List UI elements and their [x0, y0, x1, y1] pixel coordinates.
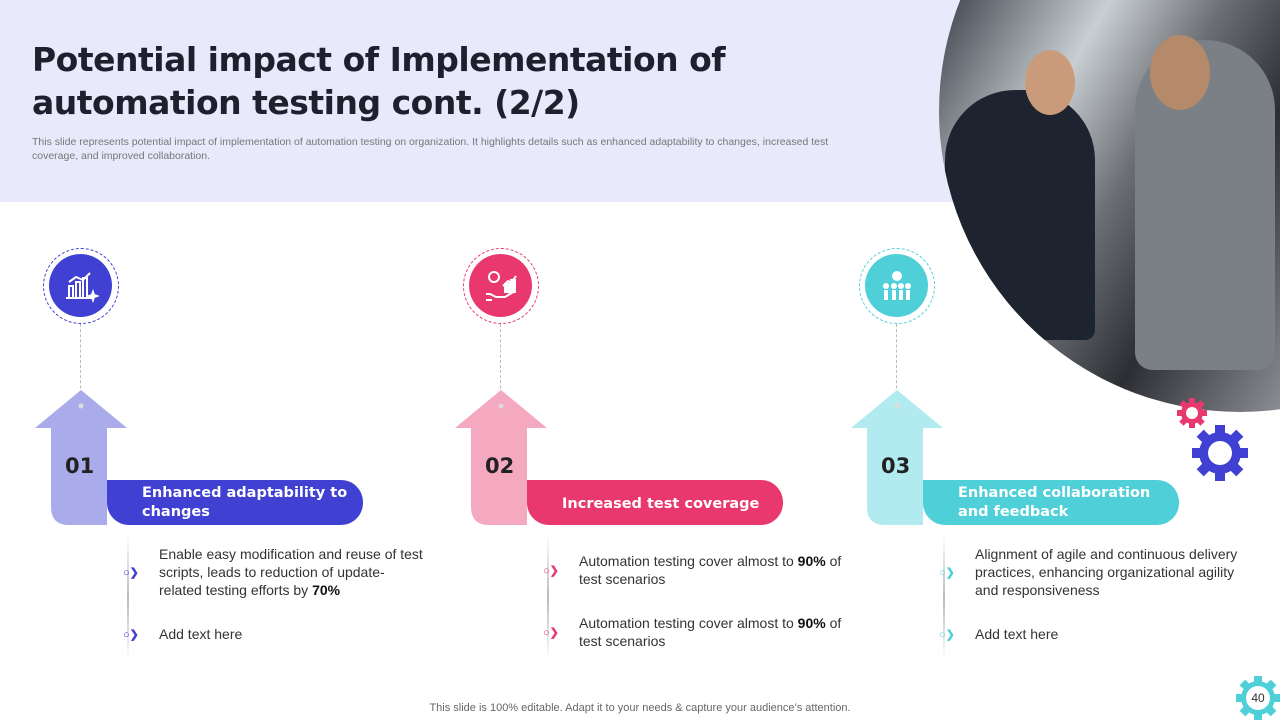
- up-arrow-shape: [35, 390, 127, 525]
- team-gears-icon: [865, 254, 928, 317]
- bullet-item: ○❯ Enable easy modification and reuse of…: [123, 545, 423, 599]
- icon-ring: [859, 248, 935, 324]
- bullet-item: ○❯ Alignment of agile and continuous del…: [939, 545, 1239, 599]
- heading-pill: Enhanced adaptability to changes: [107, 480, 363, 525]
- bullet-item: ○❯ Automation testing cover almost to 90…: [543, 552, 843, 588]
- blue-gear-icon: [1192, 425, 1248, 481]
- highlight-value: 90%: [797, 615, 826, 631]
- heading-pill: Enhanced collaboration and feedback: [923, 480, 1179, 525]
- icon-ring: [43, 248, 119, 324]
- up-arrow-shape: [851, 390, 943, 525]
- step-number: 01: [65, 454, 95, 478]
- bullet-text: Add text here: [975, 626, 1059, 642]
- pink-gear-icon: [1177, 398, 1207, 428]
- slide-subtitle: This slide represents potential impact o…: [32, 136, 829, 162]
- page-gear-icon: [1236, 676, 1280, 720]
- bullet-text: Automation testing cover almost to 90% o…: [579, 615, 842, 649]
- bullet-divider: [127, 535, 129, 660]
- highlight-value: 90%: [797, 553, 826, 569]
- up-arrow-shape: [455, 390, 547, 525]
- footer-note: This slide is 100% editable. Adapt it to…: [429, 702, 851, 714]
- bullet-divider: [943, 535, 945, 660]
- bullet-item: ○❯ Add text here: [123, 625, 423, 643]
- step-number: 02: [485, 454, 515, 478]
- bullet-chevron-icon: ○❯: [543, 564, 559, 577]
- bullet-divider: [547, 535, 549, 660]
- page-number: 40: [1251, 691, 1265, 705]
- slide-title: Potential impact of Implementation of au…: [32, 40, 726, 122]
- bullet-item: ○❯ Add text here: [939, 625, 1239, 643]
- connector-line: [500, 324, 501, 414]
- money-hand-growth-icon: [469, 254, 532, 317]
- step-number: 03: [881, 454, 911, 478]
- chart-growth-icon: [49, 254, 112, 317]
- bullet-item: ○❯ Automation testing cover almost to 90…: [543, 614, 843, 650]
- bullet-chevron-icon: ○❯: [123, 628, 139, 641]
- highlight-value: 70%: [312, 582, 341, 598]
- connector-line: [80, 324, 81, 414]
- bullet-text: Alignment of agile and continuous delive…: [975, 546, 1238, 598]
- bullet-text: Enable easy modification and reuse of te…: [159, 546, 423, 598]
- bullet-chevron-icon: ○❯: [939, 566, 955, 579]
- icon-ring: [463, 248, 539, 324]
- bullet-text: Automation testing cover almost to 90% o…: [579, 553, 842, 587]
- impact-column-3: Enhanced collaboration and feedback 03 ○…: [851, 0, 1251, 720]
- connector-line: [896, 324, 897, 414]
- bullet-text: Add text here: [159, 626, 243, 642]
- impact-column-2: Increased test coverage 02 ○❯ Automation…: [455, 0, 855, 720]
- bullet-chevron-icon: ○❯: [123, 566, 139, 579]
- heading-pill: Increased test coverage: [527, 480, 783, 525]
- impact-column-1: Enhanced adaptability to changes 01 ○❯ E…: [35, 0, 435, 720]
- bullet-chevron-icon: ○❯: [543, 626, 559, 639]
- bullet-chevron-icon: ○❯: [939, 628, 955, 641]
